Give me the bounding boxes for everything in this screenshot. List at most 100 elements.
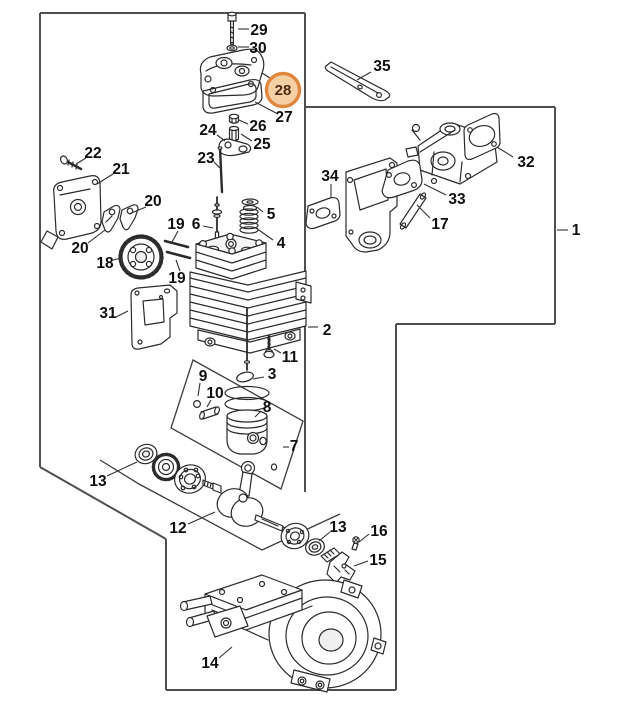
part-number-label: 5 <box>267 206 276 223</box>
piston-pin-10-drawing <box>199 406 220 420</box>
leader-line <box>175 259 181 272</box>
cover-bolt-29-drawing <box>227 11 237 46</box>
leader-line <box>202 225 214 229</box>
piston-8-drawing <box>226 409 268 455</box>
part-number-label: 24 <box>199 122 217 139</box>
part-number-label: 9 <box>199 368 208 385</box>
crankshaft-12-drawing <box>202 460 295 537</box>
part-number-label: 26 <box>249 118 267 135</box>
part-number-label: 15 <box>369 552 387 569</box>
part-number-label: 13 <box>89 473 107 490</box>
pinion-gear-drawing <box>151 452 181 482</box>
rocker-arm-24-drawing <box>218 138 252 157</box>
cover-plate-21-drawing <box>40 175 102 250</box>
cam-follower-20-right-drawing <box>119 204 139 231</box>
part-number-label: 19 <box>168 270 186 287</box>
part-number-label: 4 <box>277 235 286 252</box>
part-number-label: 8 <box>263 399 272 416</box>
part-number-label: 12 <box>169 520 186 537</box>
circlips-9-drawing <box>193 400 278 471</box>
leader-line <box>254 101 277 114</box>
screw-22-drawing <box>59 155 83 171</box>
ball-bearing-right-drawing <box>280 522 310 550</box>
part-number-label: 25 <box>253 136 271 153</box>
bolt-11-drawing <box>263 334 275 359</box>
leader-line <box>240 133 253 142</box>
leader-line <box>261 72 271 79</box>
part-number-labels: 1234567891011121313141516171819192020212… <box>71 22 580 672</box>
part-number-label: 35 <box>373 58 391 75</box>
part-number-label: 7 <box>290 438 299 455</box>
part-number-label: 13 <box>329 519 347 536</box>
leader-line <box>255 227 274 241</box>
part-number-label: 29 <box>250 22 268 39</box>
cam-follower-20-left-drawing <box>101 204 121 233</box>
gasket-34-drawing <box>305 196 341 230</box>
leader-line <box>96 173 114 185</box>
part-illustrations <box>40 11 501 693</box>
part-number-label: 18 <box>96 255 114 272</box>
leader-line <box>75 157 87 165</box>
oil-seal-13-right-drawing <box>305 538 325 556</box>
leader-line <box>318 531 331 542</box>
leader-line <box>112 257 123 261</box>
cover-gasket-27-drawing <box>202 78 263 114</box>
part-number-label: 20 <box>71 240 88 257</box>
part-number-label: 2 <box>323 322 332 339</box>
part-number-label: 27 <box>275 109 292 126</box>
push-rod-23-drawing <box>217 146 224 194</box>
leader-line <box>353 560 369 567</box>
part-number-label: 14 <box>201 655 219 672</box>
leader-line <box>358 533 370 543</box>
highlight-callout-28: 28 <box>261 71 302 109</box>
adjuster-25-drawing <box>228 125 240 142</box>
leader-line <box>423 183 447 196</box>
gasket-31-drawing <box>130 284 178 350</box>
cam-gear-18-drawing <box>118 234 164 280</box>
oil-seal-13-left-drawing <box>134 443 158 465</box>
leader-line <box>206 399 212 408</box>
scraper-tool-35-drawing <box>324 61 391 102</box>
leader-line <box>187 511 216 525</box>
part-number-label: 6 <box>192 216 201 233</box>
part-number-label: 1 <box>572 222 581 239</box>
leader-lines <box>75 28 568 659</box>
leader-line <box>273 348 282 354</box>
leader-line <box>115 310 129 318</box>
leader-line <box>197 382 201 397</box>
part-number-label: 23 <box>197 150 215 167</box>
highlight-circle <box>264 71 302 109</box>
valve-6-drawing <box>211 196 223 239</box>
leader-line <box>356 71 372 81</box>
part-number-label: 19 <box>167 216 185 233</box>
part-number-label: 21 <box>112 161 130 178</box>
pawl-carrier-15-drawing <box>320 547 356 584</box>
valve-spring-4-drawing <box>239 208 259 234</box>
gasket-32-drawing <box>463 112 501 161</box>
part-number-label: 34 <box>321 168 339 185</box>
part-number-label: 3 <box>268 366 277 383</box>
leader-line <box>216 134 226 142</box>
gasket-33-drawing <box>381 159 423 199</box>
cylinder-2-drawing <box>189 232 312 354</box>
highlighted-part-number: 28 <box>275 82 292 99</box>
part-number-label: 20 <box>144 193 161 210</box>
part-number-label: 31 <box>99 305 117 322</box>
nut-26-drawing <box>228 113 240 124</box>
part-number-label: 22 <box>84 145 101 162</box>
leader-line <box>416 204 431 219</box>
part-number-label: 32 <box>517 154 534 171</box>
frame-borders <box>39 12 556 691</box>
washer-30-drawing <box>226 44 238 52</box>
part-number-label: 10 <box>206 385 223 402</box>
frame-border-line <box>39 466 167 540</box>
pins-19-drawing <box>163 239 192 260</box>
leader-line <box>496 146 514 158</box>
leader-line <box>256 206 264 213</box>
leader-line <box>87 229 106 244</box>
part-number-label: 30 <box>249 40 266 57</box>
leader-line <box>106 461 138 477</box>
valve-3-drawing <box>236 307 254 383</box>
leader-line <box>218 646 233 659</box>
